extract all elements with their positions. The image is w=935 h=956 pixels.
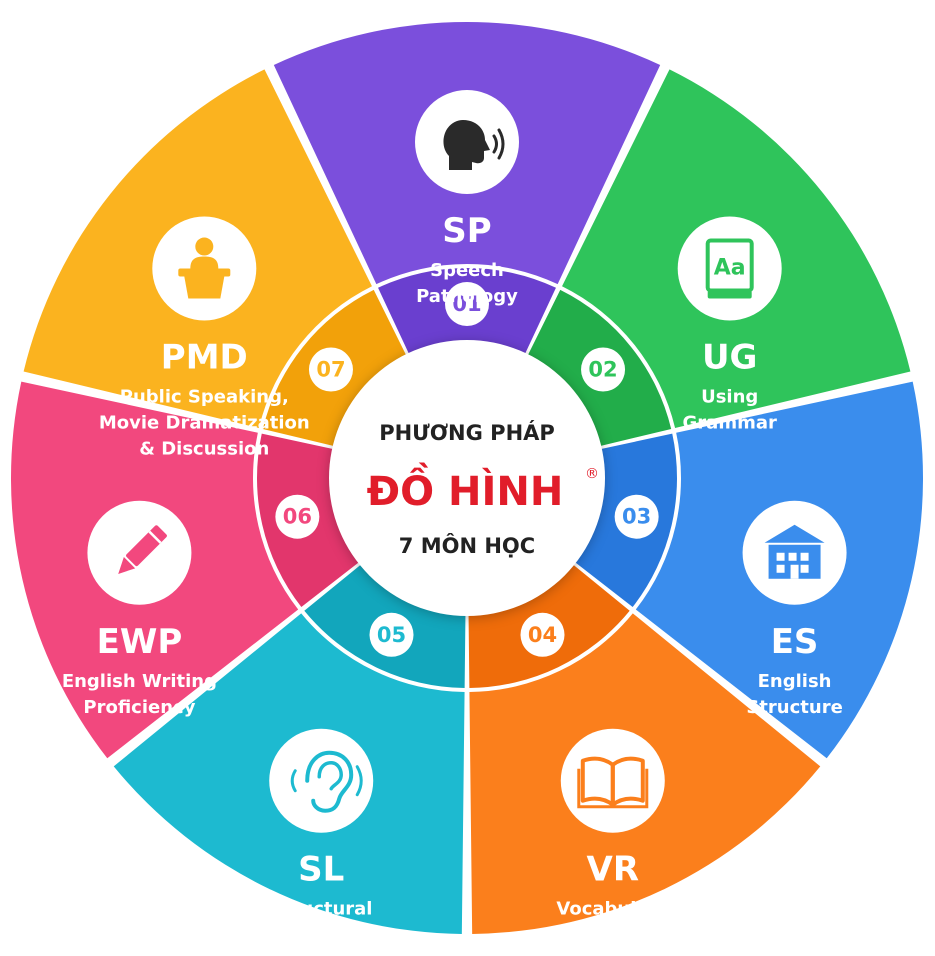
- podium-top-part: [178, 268, 231, 277]
- segment-name-line: English Writing: [62, 671, 217, 692]
- segment-abbreviation: SP: [442, 211, 491, 251]
- window-part: [776, 564, 785, 573]
- segment-number: 05: [377, 623, 406, 647]
- segment-number-badge: [275, 494, 320, 539]
- roof-part: [764, 524, 825, 543]
- sound-wave-part: [497, 128, 505, 160]
- ear-outline-part: [305, 750, 354, 813]
- segment-number-badge: [369, 612, 414, 657]
- center-line1: PHƯƠNG PHÁP: [379, 420, 555, 445]
- podium-stand-part: [184, 276, 225, 299]
- segment-name-line: Speech: [430, 260, 504, 281]
- segment-name-line: Pathology: [416, 286, 518, 307]
- segment-number-badge: [308, 347, 353, 392]
- segment-name-line: Grammar: [683, 413, 777, 434]
- sound-wave-part: [492, 134, 498, 154]
- center-brand: ĐỒ HÌNH: [367, 461, 564, 515]
- segment-name-line: & Discussion: [139, 439, 269, 460]
- segment-number: 01: [452, 292, 481, 316]
- segment-icon-circle: [269, 728, 374, 833]
- sound-wave-part: [355, 765, 363, 797]
- pencil-band-part: [148, 530, 162, 544]
- segment-abbreviation: SL: [298, 850, 344, 890]
- pencil-body-part: [126, 525, 167, 567]
- segment-number: 04: [528, 623, 557, 647]
- building-icon: [764, 524, 825, 579]
- center-hub: PHƯƠNG PHÁP ĐỒ HÌNH ® 7 MÔN HỌC: [329, 340, 605, 616]
- window-part: [800, 564, 809, 573]
- grammar-book-icon: Aa: [705, 238, 754, 299]
- registered-mark: ®: [585, 466, 599, 482]
- segment-name-line: Movie Dramatization: [99, 413, 310, 434]
- segment-number: 06: [283, 505, 312, 529]
- book-base-part: [577, 768, 649, 809]
- speaker-podium-icon: [178, 237, 231, 299]
- center-line3: 7 MÔN HỌC: [399, 533, 535, 558]
- speaking-head-icon: [443, 120, 505, 170]
- segment-name-line: & Reading: [560, 925, 665, 946]
- door-part: [790, 564, 799, 579]
- segment-abbreviation: PMD: [161, 338, 248, 378]
- segment-name-line: Vocabulary: [556, 899, 669, 920]
- segment-abbreviation: VR: [587, 850, 640, 890]
- segment-number: 07: [316, 358, 345, 382]
- segment-abbreviation: ES: [771, 622, 819, 662]
- right-page-part: [610, 756, 645, 807]
- segment-number-badge: [614, 494, 659, 539]
- book-glyph-part: Aa: [714, 256, 746, 281]
- sound-wave-part: [290, 769, 297, 793]
- segment-abbreviation: UG: [702, 338, 758, 378]
- segment-name-line: Structure: [746, 697, 842, 718]
- open-book-icon: [577, 756, 649, 809]
- window-part: [788, 552, 797, 561]
- segment-abbreviation: EWP: [97, 622, 183, 662]
- segment-number-badge: [520, 612, 565, 657]
- segment-number: 02: [588, 358, 617, 382]
- segment-name-line: English: [758, 671, 832, 692]
- person-body-part: [190, 256, 219, 269]
- segment-name-line: Listening: [274, 925, 368, 946]
- person-head-part: [195, 237, 214, 256]
- segment-name-line: Structural: [270, 899, 373, 920]
- segment-name-line: Using: [701, 387, 758, 408]
- ear-icon: [290, 750, 363, 813]
- segment-icon-circle: [677, 216, 782, 321]
- book-pages-part: [707, 290, 752, 299]
- segment-number: 03: [622, 505, 651, 529]
- segment-name-line: Proficiency: [83, 697, 195, 718]
- window-part: [800, 552, 809, 561]
- ear-inner-part: [317, 760, 343, 791]
- segment-number-badge: [445, 282, 489, 326]
- head-silhouette-part: [443, 120, 490, 170]
- window-part: [776, 552, 785, 561]
- segment-number-badge: [581, 347, 626, 392]
- center-hub-shadow: [329, 340, 605, 616]
- segment-name-line: Public Speaking,: [120, 387, 289, 408]
